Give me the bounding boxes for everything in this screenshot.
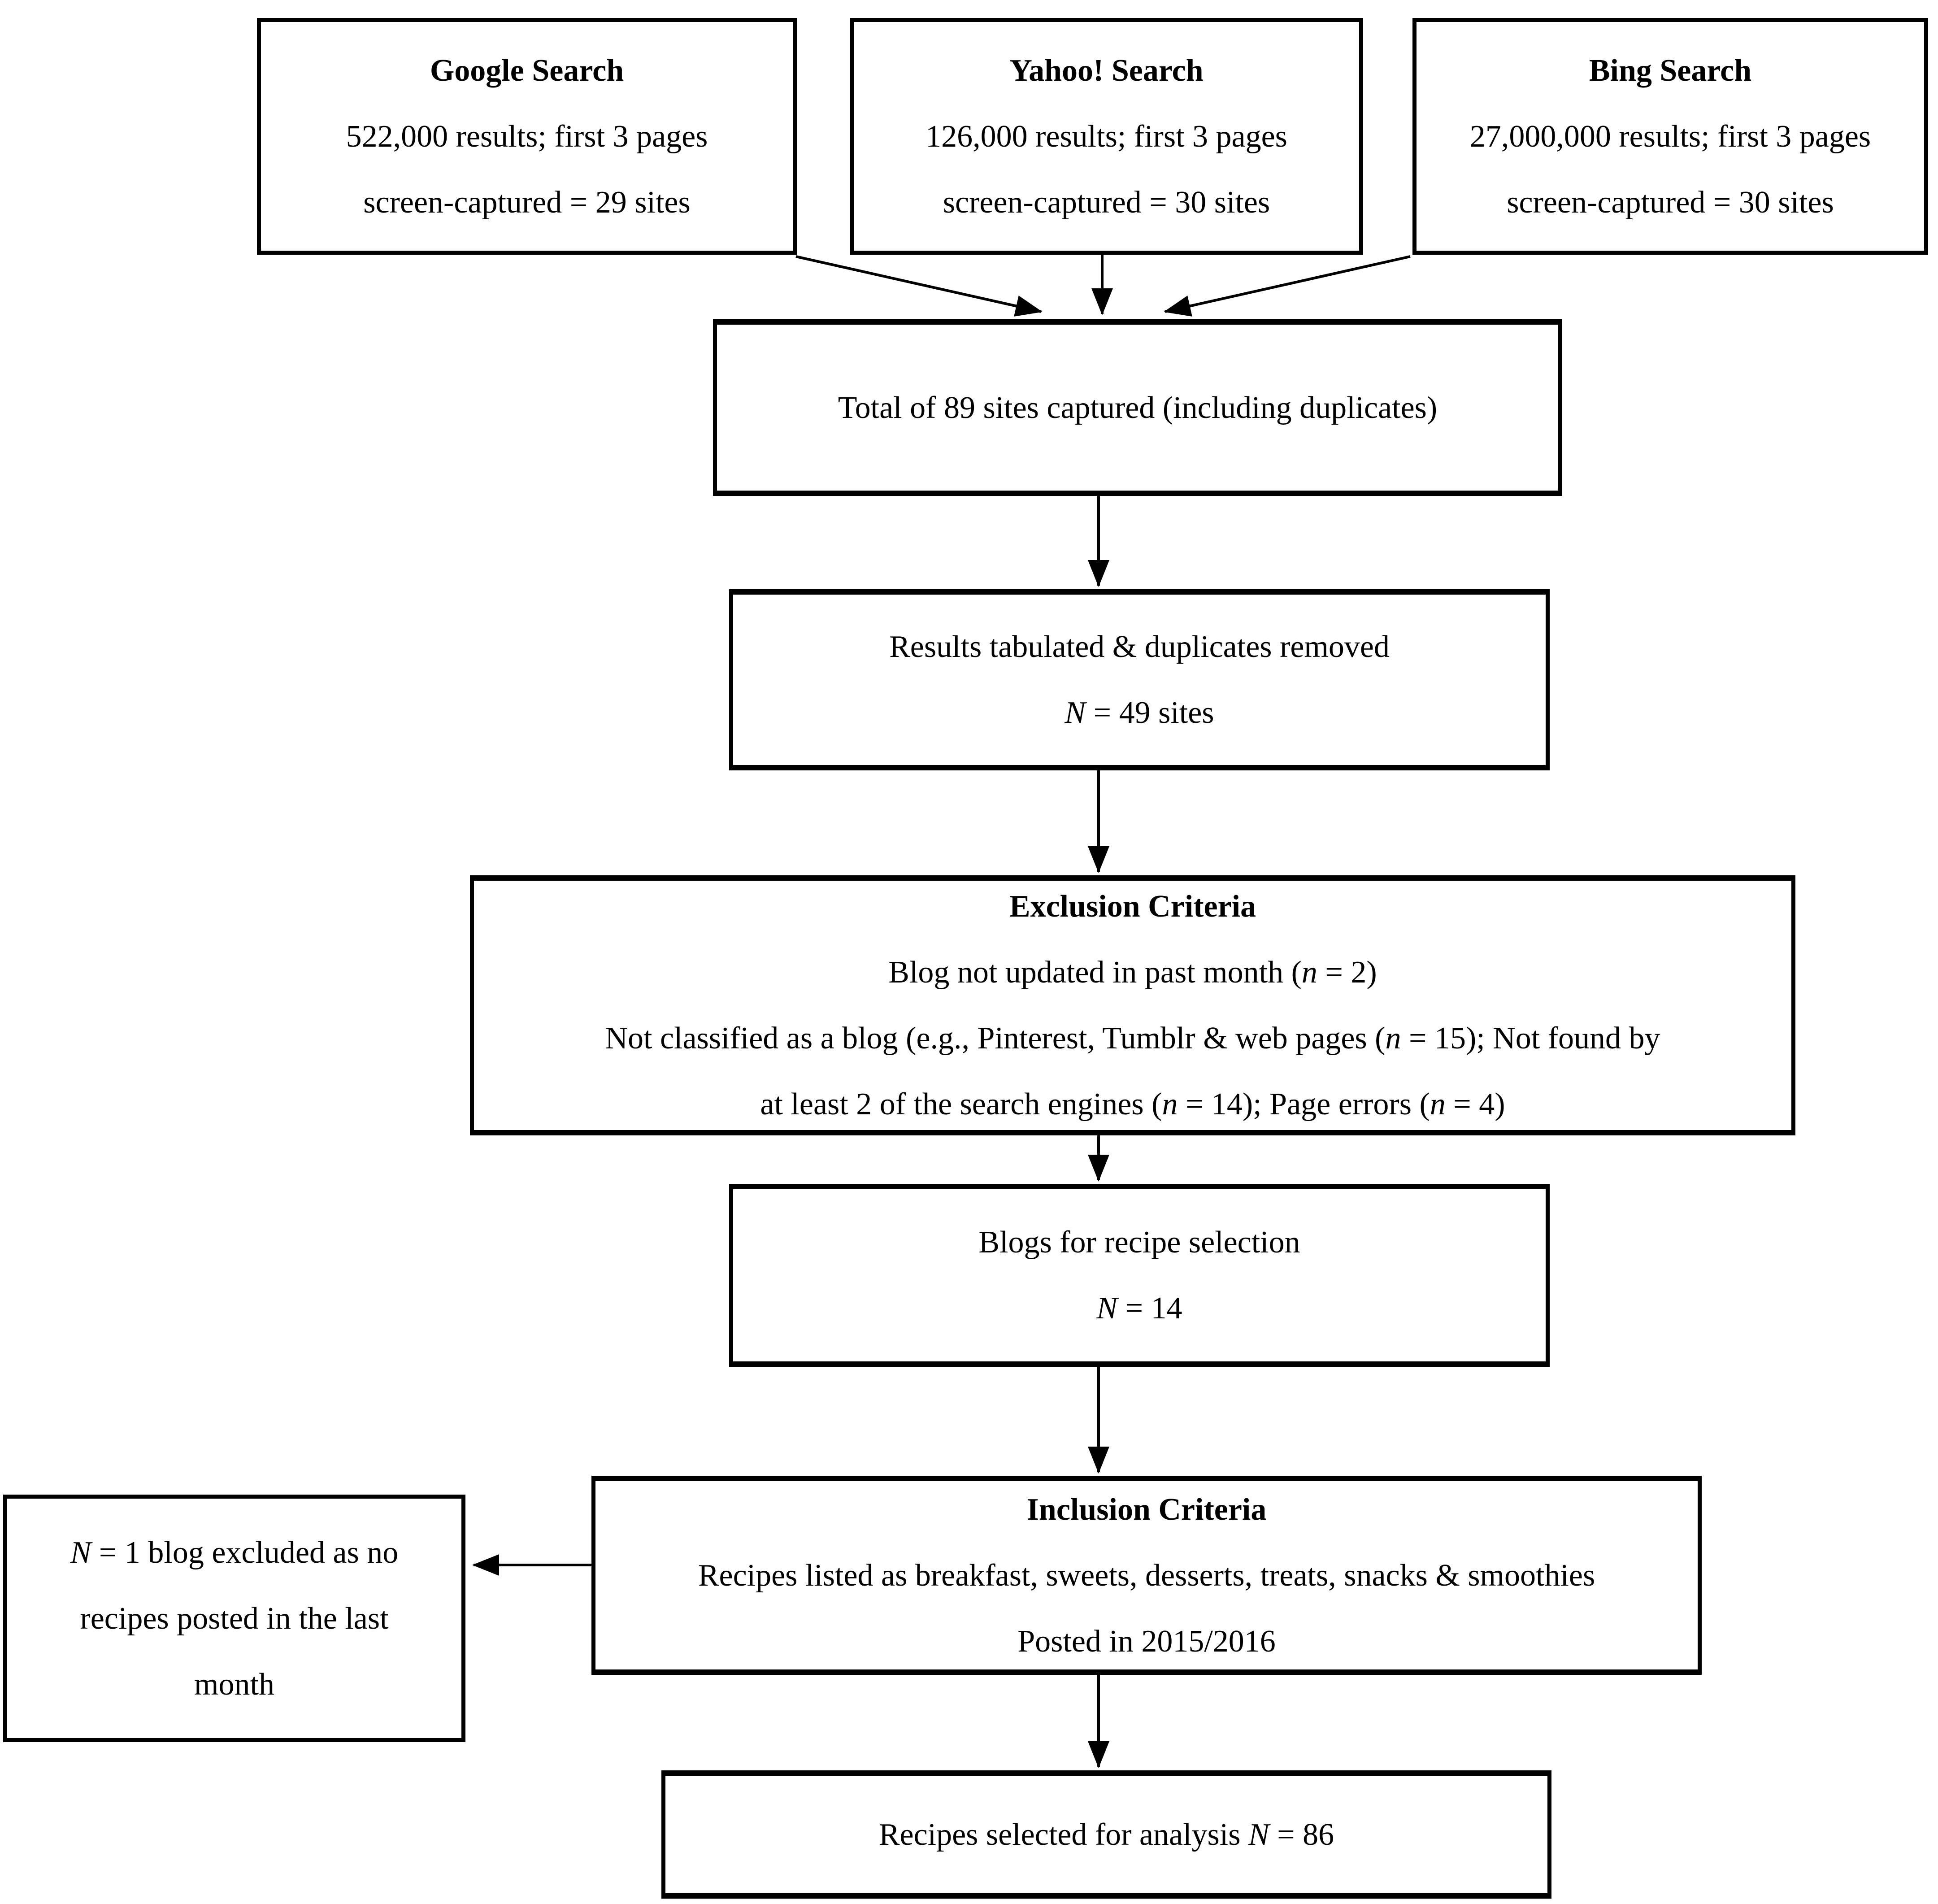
text-segment: Recipes selected for analysis bbox=[878, 1817, 1248, 1852]
n-value: = 49 sites bbox=[1086, 696, 1214, 730]
inclusion-recipes-line: Recipes listed as breakfast, sweets, des… bbox=[698, 1558, 1595, 1593]
inclusion-posted-line: Posted in 2015/2016 bbox=[1017, 1624, 1276, 1659]
blogs-selection-line: Blogs for recipe selection bbox=[978, 1225, 1300, 1260]
yahoo-results-line: 126,000 results; first 3 pages bbox=[926, 119, 1287, 154]
text-segment: = 2) bbox=[1317, 955, 1377, 990]
yahoo-search-box: Yahoo! Search 126,000 results; first 3 p… bbox=[850, 18, 1363, 255]
google-search-title: Google Search bbox=[430, 53, 624, 88]
text-segment: at least 2 of the search engines ( bbox=[760, 1087, 1162, 1122]
n-symbol: n bbox=[1162, 1087, 1178, 1122]
blogs-for-selection-box: Blogs for recipe selection N = 14 bbox=[729, 1184, 1550, 1367]
google-results-line: 522,000 results; first 3 pages bbox=[346, 119, 708, 154]
duplicates-removed-box: Results tabulated & duplicates removed N… bbox=[729, 589, 1550, 770]
text-segment: Not classified as a blog (e.g., Pinteres… bbox=[605, 1021, 1386, 1056]
n-symbol: N bbox=[1096, 1291, 1118, 1326]
excluded-line-1: N = 1 blog excluded as no bbox=[70, 1520, 399, 1586]
blogs-count-line: N = 14 bbox=[1096, 1275, 1182, 1341]
bing-results-line: 27,000,000 results; first 3 pages bbox=[1469, 119, 1871, 154]
total-sites-line: Total of 89 sites captured (including du… bbox=[838, 390, 1438, 425]
excluded-line-2: recipes posted in the last bbox=[80, 1601, 389, 1636]
bing-captured-line: screen-captured = 30 sites bbox=[1507, 185, 1834, 220]
text-segment: = 15); Not found by bbox=[1401, 1021, 1660, 1056]
text-segment: = 4) bbox=[1445, 1087, 1505, 1122]
n-symbol: N bbox=[1065, 696, 1086, 730]
google-search-box: Google Search 522,000 results; first 3 p… bbox=[257, 18, 797, 255]
n-symbol: n bbox=[1301, 955, 1317, 990]
bing-search-box: Bing Search 27,000,000 results; first 3 … bbox=[1412, 18, 1928, 255]
excluded-line-3: month bbox=[194, 1667, 274, 1702]
recipes-selected-line: Recipes selected for analysis N = 86 bbox=[879, 1802, 1334, 1868]
n-symbol: n bbox=[1430, 1087, 1446, 1122]
exclusion-criteria-box: Exclusion Criteria Blog not updated in p… bbox=[470, 875, 1795, 1135]
n-value: = 14 bbox=[1117, 1291, 1182, 1326]
exclusion-line-3: at least 2 of the search engines (n = 14… bbox=[760, 1071, 1505, 1137]
total-sites-box: Total of 89 sites captured (including du… bbox=[713, 319, 1562, 496]
exclusion-line-2: Not classified as a blog (e.g., Pinteres… bbox=[605, 1005, 1660, 1071]
n-symbol: n bbox=[1385, 1021, 1401, 1056]
text-segment: = 1 blog excluded as no bbox=[91, 1535, 399, 1570]
arrow-google-to-total bbox=[795, 255, 1043, 317]
n-symbol: N bbox=[70, 1535, 91, 1570]
inclusion-criteria-title: Inclusion Criteria bbox=[1026, 1492, 1267, 1527]
yahoo-search-title: Yahoo! Search bbox=[1009, 53, 1204, 88]
arrow-bing-to-total bbox=[1164, 255, 1411, 317]
inclusion-criteria-box: Inclusion Criteria Recipes listed as bre… bbox=[591, 1476, 1702, 1675]
text-segment: = 14); Page errors ( bbox=[1178, 1087, 1430, 1122]
google-captured-line: screen-captured = 29 sites bbox=[363, 185, 691, 220]
text-segment: Blog not updated in past month ( bbox=[888, 955, 1302, 990]
blog-excluded-box: N = 1 blog excluded as no recipes posted… bbox=[3, 1495, 465, 1742]
n-symbol: N bbox=[1248, 1817, 1269, 1852]
duplicates-removed-line: Results tabulated & duplicates removed bbox=[889, 630, 1390, 664]
bing-search-title: Bing Search bbox=[1589, 53, 1752, 88]
exclusion-criteria-title: Exclusion Criteria bbox=[1009, 889, 1256, 924]
n-value: = 86 bbox=[1269, 1817, 1334, 1852]
duplicates-removed-count-line: N = 49 sites bbox=[1065, 680, 1214, 746]
exclusion-line-1: Blog not updated in past month (n = 2) bbox=[888, 939, 1377, 1005]
recipes-selected-box: Recipes selected for analysis N = 86 bbox=[661, 1770, 1551, 1899]
yahoo-captured-line: screen-captured = 30 sites bbox=[943, 185, 1270, 220]
